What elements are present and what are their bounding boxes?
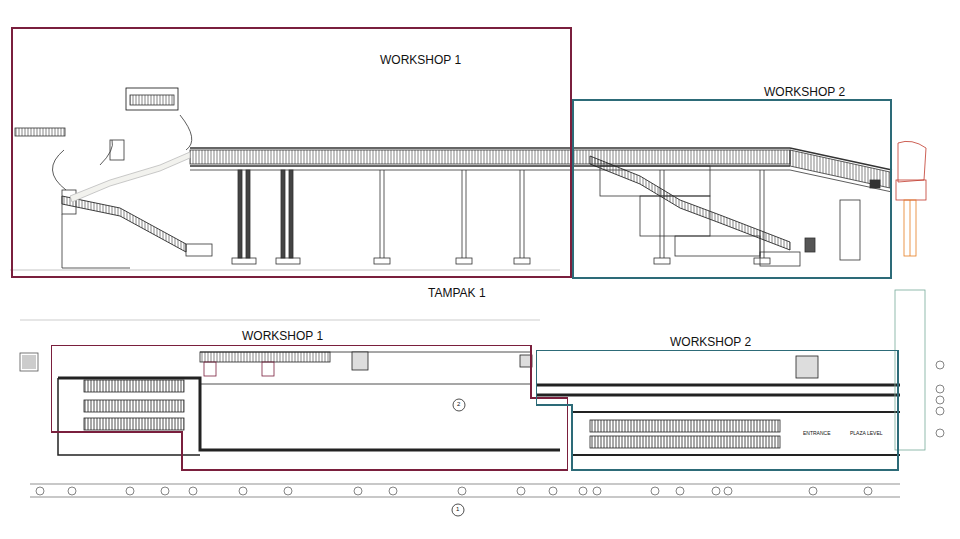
workshop-zone: WORKSHOP 2 (572, 99, 892, 279)
workshop-zone: WORKSHOP 1 (11, 27, 572, 278)
zone-outline (536, 350, 899, 471)
zone-title: WORKSHOP 1 (380, 53, 461, 67)
zone-title: WORKSHOP 2 (764, 85, 845, 99)
area-label: ENTRANCE (803, 431, 831, 436)
workshop-zone: WORKSHOP 1 (51, 345, 568, 471)
zone-outline (51, 345, 568, 471)
zone-title: WORKSHOP 2 (670, 335, 751, 349)
workshop-zone: WORKSHOP 2 (536, 350, 899, 471)
section-marker: 1 (456, 506, 459, 512)
view-title: TAMPAK 1 (428, 287, 486, 299)
zone-title: WORKSHOP 1 (242, 329, 323, 343)
area-label: PLAZA LEVEL (850, 431, 883, 436)
section-marker: 2 (457, 401, 460, 407)
